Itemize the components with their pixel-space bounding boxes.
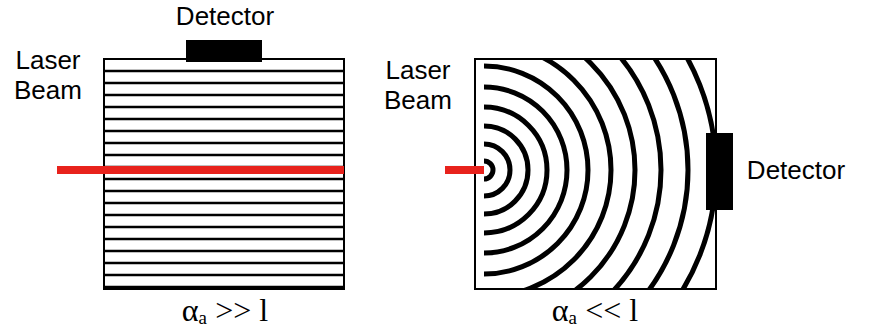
stripe-line <box>104 154 344 157</box>
wavefront-arc <box>484 59 611 289</box>
detector-block <box>186 40 262 62</box>
wavefront-arc <box>484 59 661 289</box>
wavefront-arc <box>484 59 635 289</box>
stripe-line <box>104 94 344 97</box>
wavefront-arc <box>484 59 716 289</box>
laser-label: Laser Beam <box>373 55 463 115</box>
stripe-line <box>104 214 344 217</box>
laser-beam <box>445 166 484 174</box>
condition-label: αₐ << l <box>552 295 639 325</box>
stripe-line <box>104 142 344 145</box>
detector-label: Detector <box>176 1 274 31</box>
wavefront-arc <box>484 87 567 253</box>
stripe-line <box>104 286 344 289</box>
scattering-arcs <box>484 59 716 289</box>
striped-medium <box>104 71 344 287</box>
laser-beam <box>57 166 344 174</box>
stripe-line <box>104 82 344 85</box>
stripe-line <box>104 70 344 73</box>
sample-box <box>475 59 716 289</box>
condition-label: αₐ >> l <box>182 295 269 325</box>
wavefront-arc <box>484 126 528 214</box>
detector-block <box>706 133 733 210</box>
stripe-line <box>104 238 344 241</box>
stripe-line <box>104 118 344 121</box>
stripe-line <box>104 250 344 253</box>
wavefront-arc <box>484 161 493 179</box>
wavefront-arc <box>484 66 588 274</box>
wavefront-arc <box>484 107 547 233</box>
laser-label: Laser Beam <box>3 45 93 105</box>
stripe-line <box>104 274 344 277</box>
wavefront-arc <box>484 59 688 289</box>
stripe-line <box>104 178 344 181</box>
stripe-line <box>104 190 344 193</box>
detector-label: Detector <box>747 155 845 185</box>
stripe-line <box>104 262 344 265</box>
stripe-line <box>104 130 344 133</box>
stripe-line <box>104 202 344 205</box>
stripe-line <box>104 106 344 109</box>
wavefront-arc <box>484 144 510 196</box>
stripe-line <box>104 226 344 229</box>
